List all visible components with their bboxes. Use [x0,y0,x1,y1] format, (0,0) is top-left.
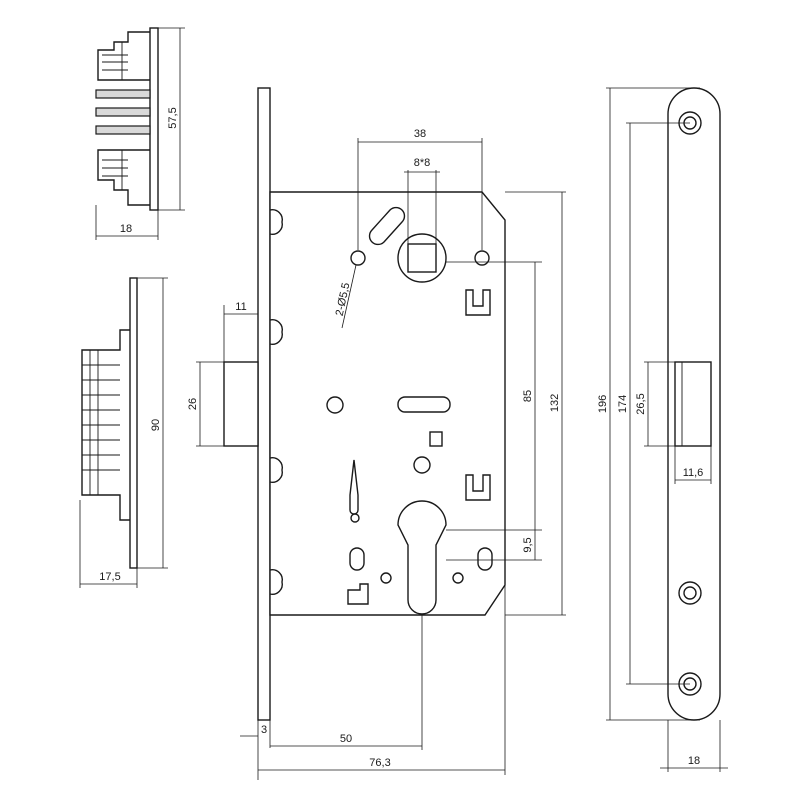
euro-cylinder-cutout [397,500,447,615]
dim-label-85: 85 [522,390,534,402]
bottom-slot-right [477,547,493,571]
bottom-slot-left [349,547,365,571]
dim-label-11: 11 [235,301,246,313]
dim-label-38: 38 [414,128,426,140]
dim-label-57-5: 57,5 [167,107,179,128]
leader-holes [341,264,357,329]
front-faceplate [257,87,271,721]
side-view-ribs [82,364,120,471]
dim-label-8x8: 8*8 [414,157,431,169]
mid-hole-center [413,456,431,474]
pin-hole [350,513,360,523]
small-square [429,431,443,447]
top-view-faceplate [149,27,159,211]
bottom-hole-left [380,572,392,584]
top-view-slot-3 [95,125,151,135]
top-view-bolt-detail-upper [102,42,128,80]
dim-label-17-5: 17,5 [99,571,120,583]
hook-upper [465,289,491,316]
top-view: 57,5 18 [95,27,185,240]
strike-plate-view: 196 174 26,5 11,6 18 [597,87,728,772]
dim-label-132: 132 [549,394,561,412]
lug-1 [269,209,283,235]
dim-label-76-3: 76,3 [369,757,390,769]
dim-label-9-5: 9,5 [522,537,534,552]
hole-right [474,250,490,266]
side-view-faceplate [129,277,138,569]
front-latch [223,361,259,447]
top-view-bolt-detail-lower [102,150,128,190]
side-view: 90 17,5 [79,277,168,588]
dim-label-196: 196 [597,395,609,413]
lug-2 [269,319,283,345]
hook-lower [465,474,491,501]
dim-label-26: 26 [187,398,199,410]
dim-label-18-top: 18 [120,223,132,235]
mid-hole-left [326,396,344,414]
top-view-slot-2 [95,107,151,117]
top-view-bolt-lower [97,149,150,206]
lug-4 [269,569,283,595]
dim-label-174: 174 [617,395,629,413]
dim-label-90: 90 [150,419,162,431]
side-view-edges [89,350,99,495]
front-view: 38 8*8 2-Ø5,5 85 9,5 132 11 26 [187,87,566,780]
top-view-bolt-upper [97,31,150,81]
strike-screw-mid-outer [678,581,702,605]
strike-screw-mid-inner [683,586,697,600]
slanted-slot [368,206,406,246]
mid-slot [397,396,451,413]
bottom-hole-right [452,572,464,584]
dim-label-18-strike: 18 [688,755,700,767]
top-view-slot-1 [95,89,151,99]
dim-label-3: 3 [261,724,267,736]
lock-case [269,191,506,616]
lug-3 [269,457,283,483]
square-spindle-hole [407,243,437,273]
bottom-notch [347,583,369,605]
dim-label-50: 50 [340,733,352,745]
hole-left [350,250,366,266]
side-view-body [81,329,130,521]
dim-label-26-5: 26,5 [635,393,647,414]
strike-opening [674,361,712,447]
dim-label-11-6: 11,6 [683,467,704,479]
